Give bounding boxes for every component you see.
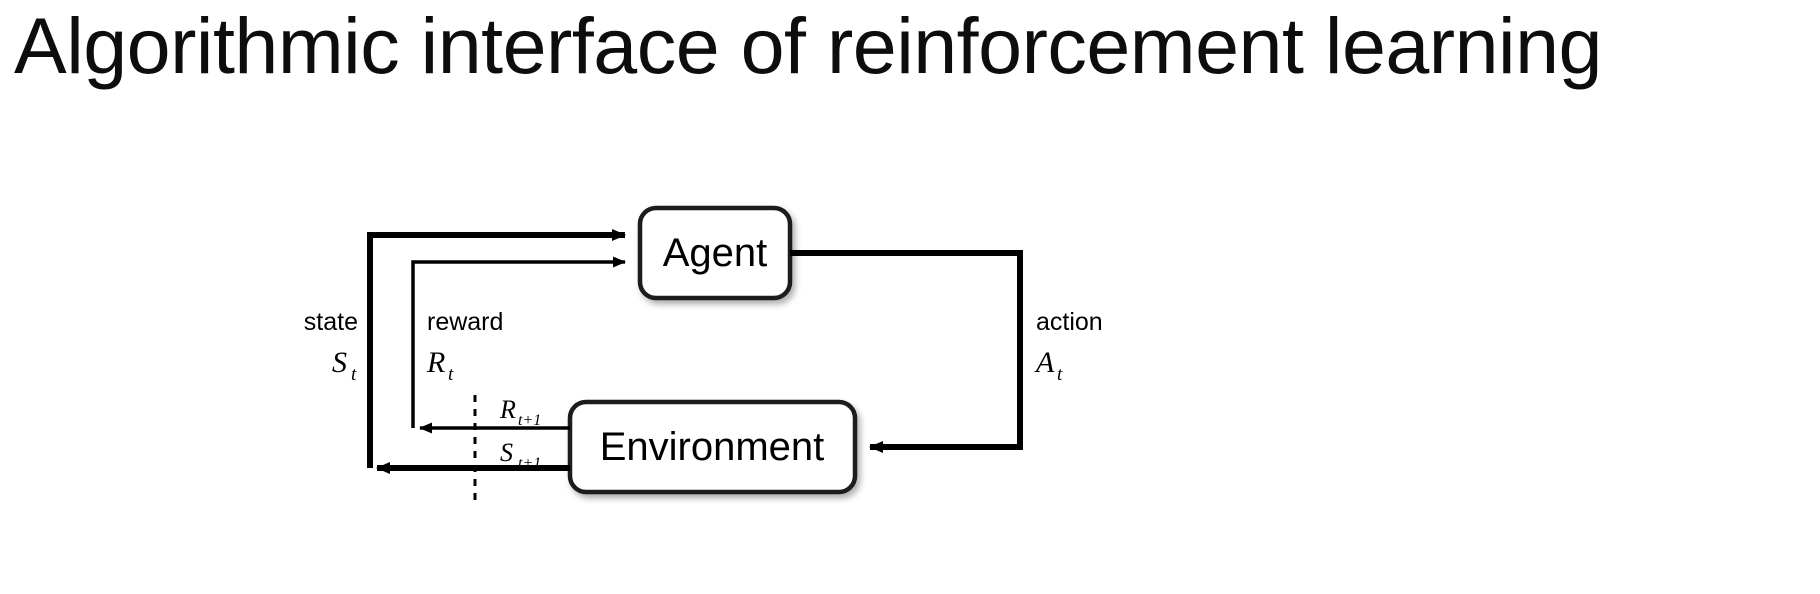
state-next-subscript: t+1 xyxy=(518,455,541,472)
state-label-group: state S t xyxy=(304,308,358,385)
reward-label-word: reward xyxy=(427,308,503,336)
action-label-subscript: t xyxy=(1057,364,1063,385)
state-next-label-group: S t+1 xyxy=(500,438,541,472)
action-flow-arrow xyxy=(790,250,1023,453)
reward-flow-arrow xyxy=(411,256,626,428)
reward-next-label-group: R t+1 xyxy=(499,395,541,429)
agent-box: Agent xyxy=(637,205,793,301)
state-label-word: state xyxy=(304,308,358,336)
reward-label-subscript: t xyxy=(448,364,454,385)
reward-label-group: reward R t xyxy=(426,308,503,385)
state-label-symbol: S xyxy=(332,346,347,379)
reward-label-symbol: R xyxy=(426,346,445,379)
state-next-symbol: S xyxy=(500,438,513,467)
environment-box-shape xyxy=(567,399,858,495)
reward-next-subscript: t+1 xyxy=(518,412,541,429)
agent-box-label: Agent xyxy=(663,231,768,275)
state-label-subscript: t xyxy=(351,364,357,385)
reward-next-symbol: R xyxy=(499,395,516,424)
action-label-word: action xyxy=(1036,308,1103,336)
action-label-symbol: A xyxy=(1034,346,1055,379)
environment-box-label: Environment xyxy=(600,425,825,469)
page-title: Algorithmic interface of reinforcement l… xyxy=(14,1,1602,90)
environment-box: Environment xyxy=(567,399,858,495)
state-flow-arrow xyxy=(367,229,626,468)
action-label-group: action A t xyxy=(1034,308,1103,385)
rl-interaction-diagram: Agent Environment state S xyxy=(270,180,1390,510)
